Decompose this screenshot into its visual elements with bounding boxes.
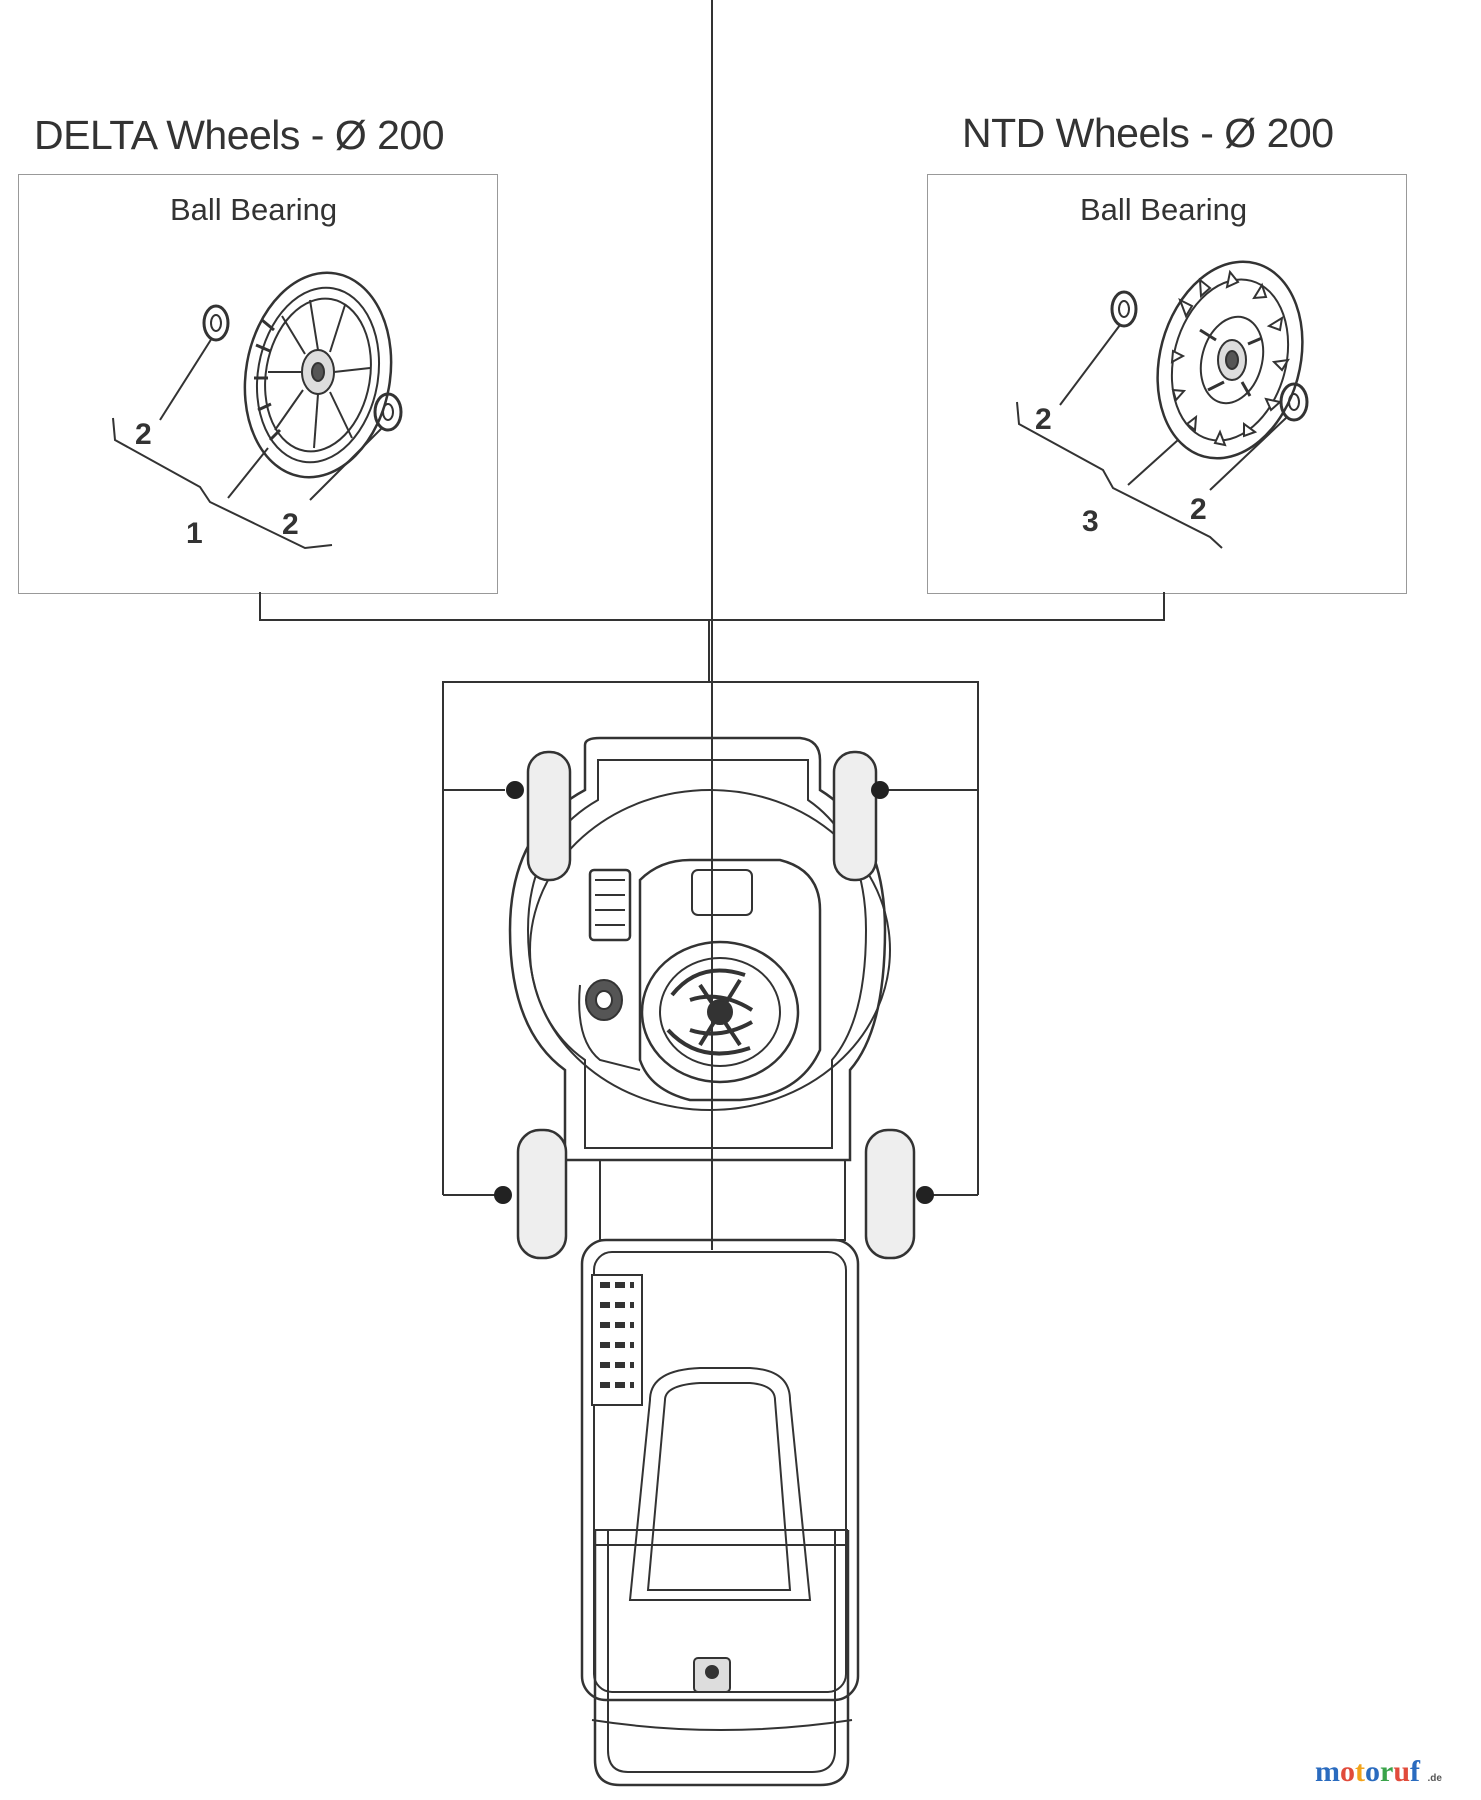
ntd-wheel-drawing — [1156, 260, 1304, 460]
delta-wheel-drawing — [243, 271, 393, 479]
mower-wheel-front-right — [832, 750, 878, 882]
callout-ntd-bearing-top: 2 — [1035, 403, 1052, 436]
delta-ball-bearing-label: Ball Bearing — [170, 192, 338, 227]
mower-wheel-rear-right — [864, 1128, 916, 1260]
delta-wheels-panel — [18, 174, 498, 594]
ntd-bearing-bottom — [1279, 382, 1309, 422]
motoruf-logo-text: motoruf — [1315, 1755, 1421, 1788]
delta-wheels-title: DELTA Wheels - Ø 200 — [34, 112, 445, 158]
ntd-wheels-panel — [927, 174, 1407, 594]
callout-delta-bearing-bottom: 2 — [282, 508, 299, 541]
callout-delta-bearing-top: 2 — [135, 418, 152, 451]
ntd-ball-bearing-label: Ball Bearing — [1080, 192, 1248, 227]
delta-bearing-bottom — [373, 392, 403, 432]
callout-ntd-wheel: 3 — [1082, 505, 1099, 538]
mower-wheel-rear-left — [516, 1128, 568, 1260]
ntd-wheels-title: NTD Wheels - Ø 200 — [962, 110, 1334, 156]
ntd-bearing-top — [1110, 290, 1138, 328]
motoruf-logo: motoruf .de — [1315, 1755, 1442, 1789]
callout-ntd-bearing-bottom: 2 — [1190, 493, 1207, 526]
motoruf-logo-tld: .de — [1427, 1773, 1442, 1784]
delta-bearing-top — [202, 304, 230, 342]
lawn-mower-top-view — [508, 0, 891, 1787]
callout-delta-wheel: 1 — [186, 517, 203, 550]
mower-wheel-front-left — [526, 750, 572, 882]
